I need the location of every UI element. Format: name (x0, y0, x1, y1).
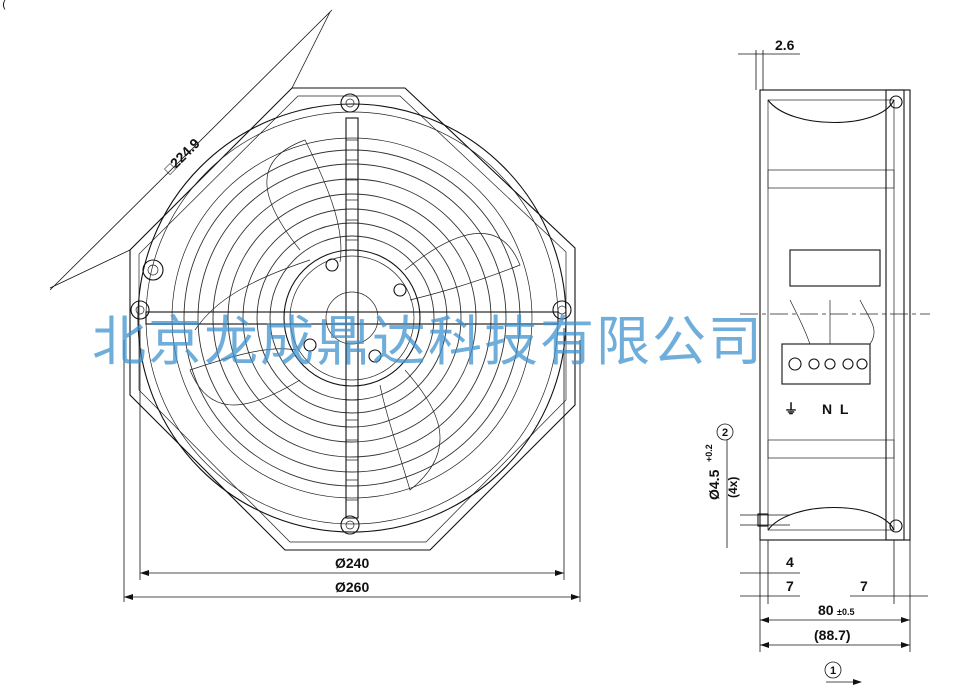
terminal-labels: N L (822, 401, 849, 417)
dia-240-label: Ø240 (335, 555, 369, 571)
watermark-text: 北京龙成鼎达科技有限公司 (92, 310, 764, 373)
terminal-block (781, 299, 875, 385)
dim-7-right-label: 7 (860, 578, 868, 594)
guard-grille (145, 117, 559, 519)
airflow-marker: 1 (824, 661, 862, 685)
motor-hub (283, 249, 421, 387)
hole-tol-label: +0.2 (704, 444, 714, 462)
dia-260-label: Ø260 (335, 579, 369, 595)
side-view: ⏚ N L 2.6 2 Ø4.5 +0.2 (4x) (704, 37, 930, 685)
dim-80-tol-label: ±0.5 (837, 607, 854, 617)
hole-count-label: (4x) (726, 477, 740, 498)
hole-callout: 2 Ø4.5 +0.2 (4x) (704, 423, 790, 548)
top-dimension: 2.6 (738, 37, 800, 90)
dim-80-label: 80 (818, 602, 834, 618)
dim-7-left-label: 7 (786, 578, 794, 594)
mounting-holes (130, 93, 572, 535)
dim-4-label: 4 (786, 554, 794, 570)
top-dim-label: 2.6 (775, 37, 795, 53)
hole-dim-label: Ø4.5 (706, 469, 722, 500)
flow-marker: 1 (830, 665, 836, 677)
bottom-dimensions: 4 7 7 80 ±0.5 (88.7) (740, 540, 928, 652)
dim-88-label: (88.7) (814, 627, 851, 643)
front-view: □224.9 Ø240 Ø260 (49, 9, 581, 602)
housing-outline (129, 87, 576, 551)
side-frame (759, 89, 911, 541)
ground-symbol: ⏚ (784, 401, 798, 417)
fan-blades (189, 139, 521, 491)
square-dimension: □224.9 (49, 9, 333, 291)
hole-marker: 2 (722, 427, 728, 439)
capacitor-box (789, 249, 881, 287)
corner-note: ( (2, 0, 6, 11)
diameter-dimensions: Ø240 Ø260 (123, 328, 581, 602)
